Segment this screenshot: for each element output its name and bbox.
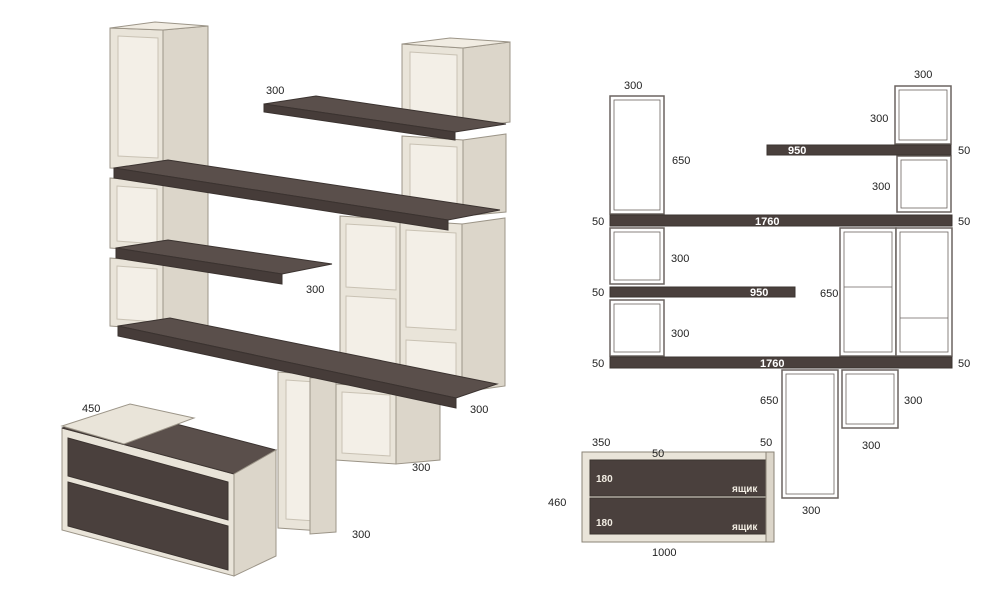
left-col-width-label: 300 <box>624 80 642 92</box>
left-col-height-label: 650 <box>672 155 690 167</box>
left-box-lower-label: 300 <box>671 328 689 340</box>
right-col-width-label: 300 <box>914 69 932 81</box>
top-shelf-depth-label: 300 <box>266 85 284 97</box>
long-shelf-top-left-thk-label: 50 <box>592 216 604 228</box>
lower-boxes <box>277 371 441 535</box>
drawer-inner-gap-label: 50 <box>652 448 664 460</box>
lower-tall-height-label: 650 <box>760 395 778 407</box>
long-shelf-top-right-thk-label: 50 <box>958 216 970 228</box>
drawer-2-height-label: 180 <box>596 518 613 529</box>
middle-shelf-depth-label: 300 <box>306 284 324 296</box>
short-shelf-mid-thk-label: 50 <box>592 287 604 299</box>
drawer-unit-iso <box>60 403 278 577</box>
lower-tall-width-label: 300 <box>802 505 820 517</box>
mid-right-box <box>401 133 507 217</box>
elevation-shelves <box>609 144 953 369</box>
isometric-view: 300 300 300 300 300 450 <box>60 21 511 577</box>
drawer-1-height-label: 180 <box>596 474 613 485</box>
right-stack <box>339 215 506 393</box>
dark-shelves <box>113 95 507 409</box>
top-shelf-thickness-label: 50 <box>958 145 970 157</box>
front-elevation: 300 650 300 300 300 950 50 1760 50 50 30… <box>548 69 970 559</box>
drawer-width-front-label: 1000 <box>652 547 676 559</box>
short-shelf-mid-label: 950 <box>750 287 768 299</box>
drawer-unit-front <box>581 451 775 543</box>
drawer-height-label: 460 <box>548 497 566 509</box>
drawer-side-width-label: 350 <box>592 437 610 449</box>
elevation-outlines <box>609 85 953 499</box>
left-box-upper-label: 300 <box>671 253 689 265</box>
drawer-2-label: ящик <box>732 522 758 533</box>
right-top-box-label: 300 <box>870 113 888 125</box>
long-shelf-bottom-right-thk-label: 50 <box>958 358 970 370</box>
right-tall-height-label: 650 <box>820 288 838 300</box>
long-shelf-bottom-label: 1760 <box>760 358 784 370</box>
short-shelf-top-label: 950 <box>788 145 806 157</box>
drawer-right-side-label: 50 <box>760 437 772 449</box>
left-tall-box <box>109 21 209 171</box>
lower-box-depth-label: 300 <box>412 462 430 474</box>
lower-box-height-label: 300 <box>904 395 922 407</box>
drawer-width-label: 450 <box>82 403 100 415</box>
bottom-box-depth-label: 300 <box>352 529 370 541</box>
long-shelf-bottom-left-thk-label: 50 <box>592 358 604 370</box>
right-mid-box-label: 300 <box>872 181 890 193</box>
drawer-1-label: ящик <box>732 484 758 495</box>
lower-box-width-label: 300 <box>862 440 880 452</box>
left-cube-upper <box>109 177 209 253</box>
right-box-depth-label: 300 <box>470 404 488 416</box>
long-shelf-top-label: 1760 <box>755 216 779 228</box>
